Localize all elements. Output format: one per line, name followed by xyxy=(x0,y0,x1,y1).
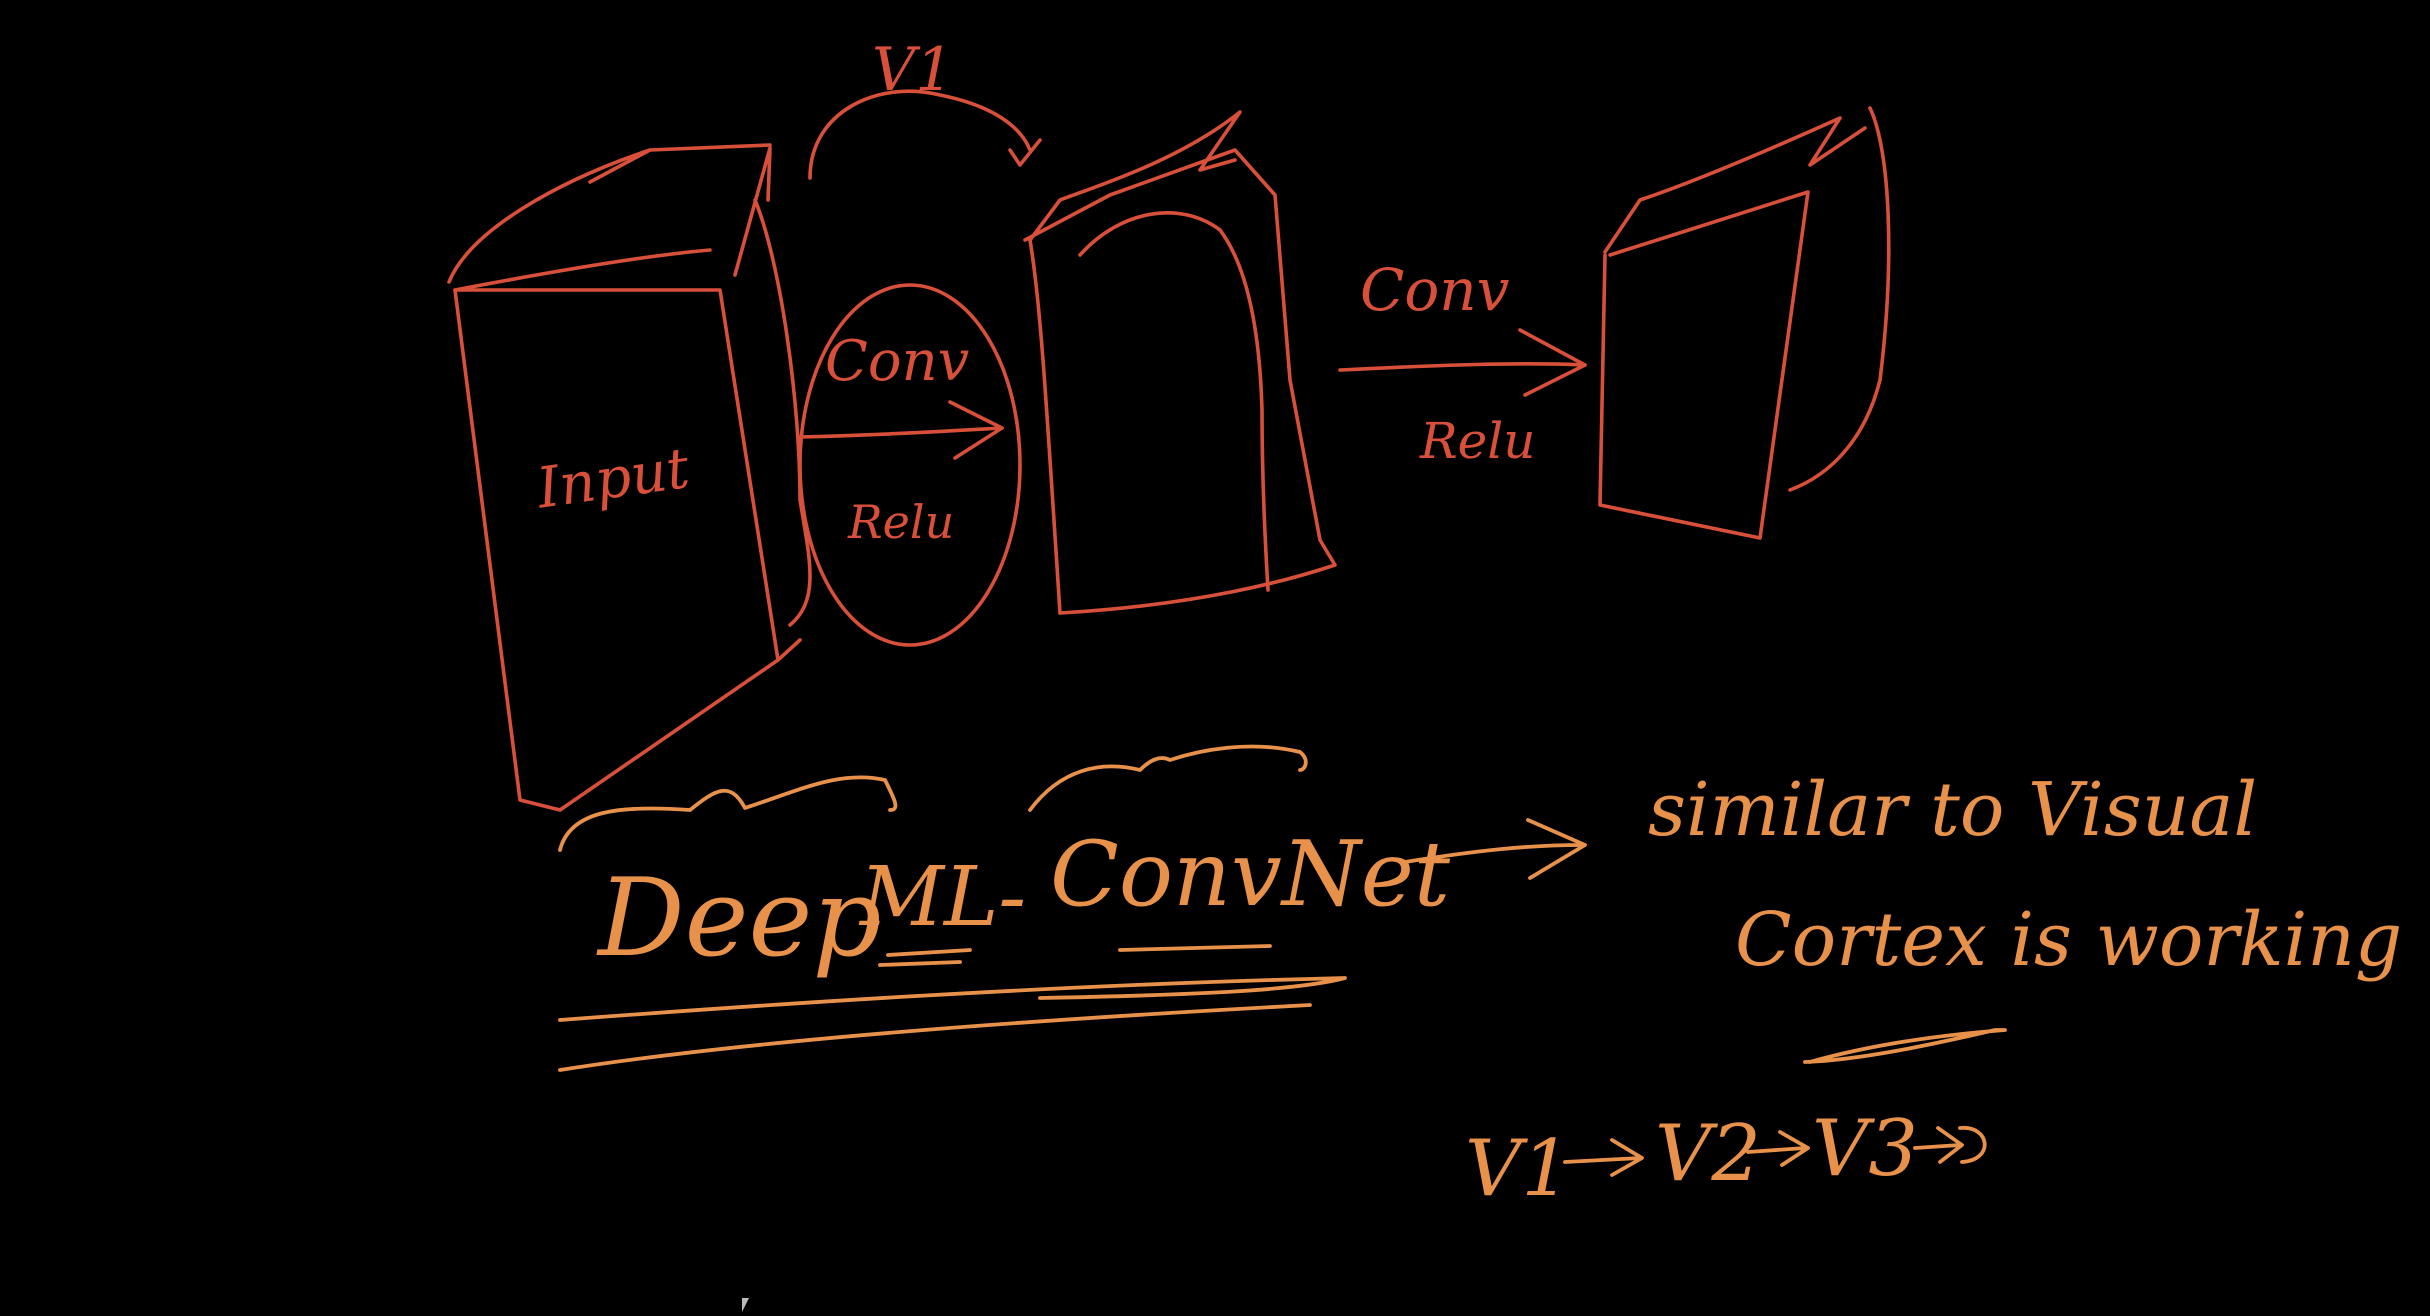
label-inner-relu: Relu xyxy=(847,495,954,549)
text-convnet: ConvNet xyxy=(1050,822,1451,927)
feature-map-block-1 xyxy=(1023,110,1337,615)
chain-arrows xyxy=(1563,1126,1987,1177)
cortex-underline xyxy=(1803,1028,2007,1064)
text-similar-line2: Cortex is working xyxy=(1735,897,2402,983)
deep-ml-convnet-double-underline xyxy=(558,976,1347,1072)
label-inner-conv: Conv xyxy=(825,329,970,394)
top-curved-arrow xyxy=(808,89,1042,180)
chain-v1: V1 xyxy=(1465,1124,1571,1214)
similar-arrow xyxy=(1403,818,1587,880)
chain-v2: V2 xyxy=(1655,1109,1761,1199)
text-similar-line1: similar to Visual xyxy=(1648,767,2257,853)
convnet-brace-squiggle xyxy=(1028,744,1308,812)
label-v1-top: V1 xyxy=(872,35,954,105)
feature-map-block-2 xyxy=(1598,106,1891,540)
middle-right-arrow xyxy=(1338,328,1587,397)
text-deep: Deep xyxy=(596,856,882,981)
mouse-cursor-icon xyxy=(742,1298,749,1312)
inner-operation-ellipse xyxy=(798,283,1022,647)
ml-underline xyxy=(878,948,972,967)
label-right-conv: Conv xyxy=(1360,256,1510,324)
text-ml: ML- xyxy=(858,850,1026,945)
chain-v3: V3 xyxy=(1812,1104,1918,1194)
label-right-relu: Relu xyxy=(1419,412,1535,470)
convnet-underline xyxy=(1118,944,1272,952)
deep-brace-squiggle xyxy=(558,775,898,852)
label-input: Input xyxy=(532,436,694,522)
